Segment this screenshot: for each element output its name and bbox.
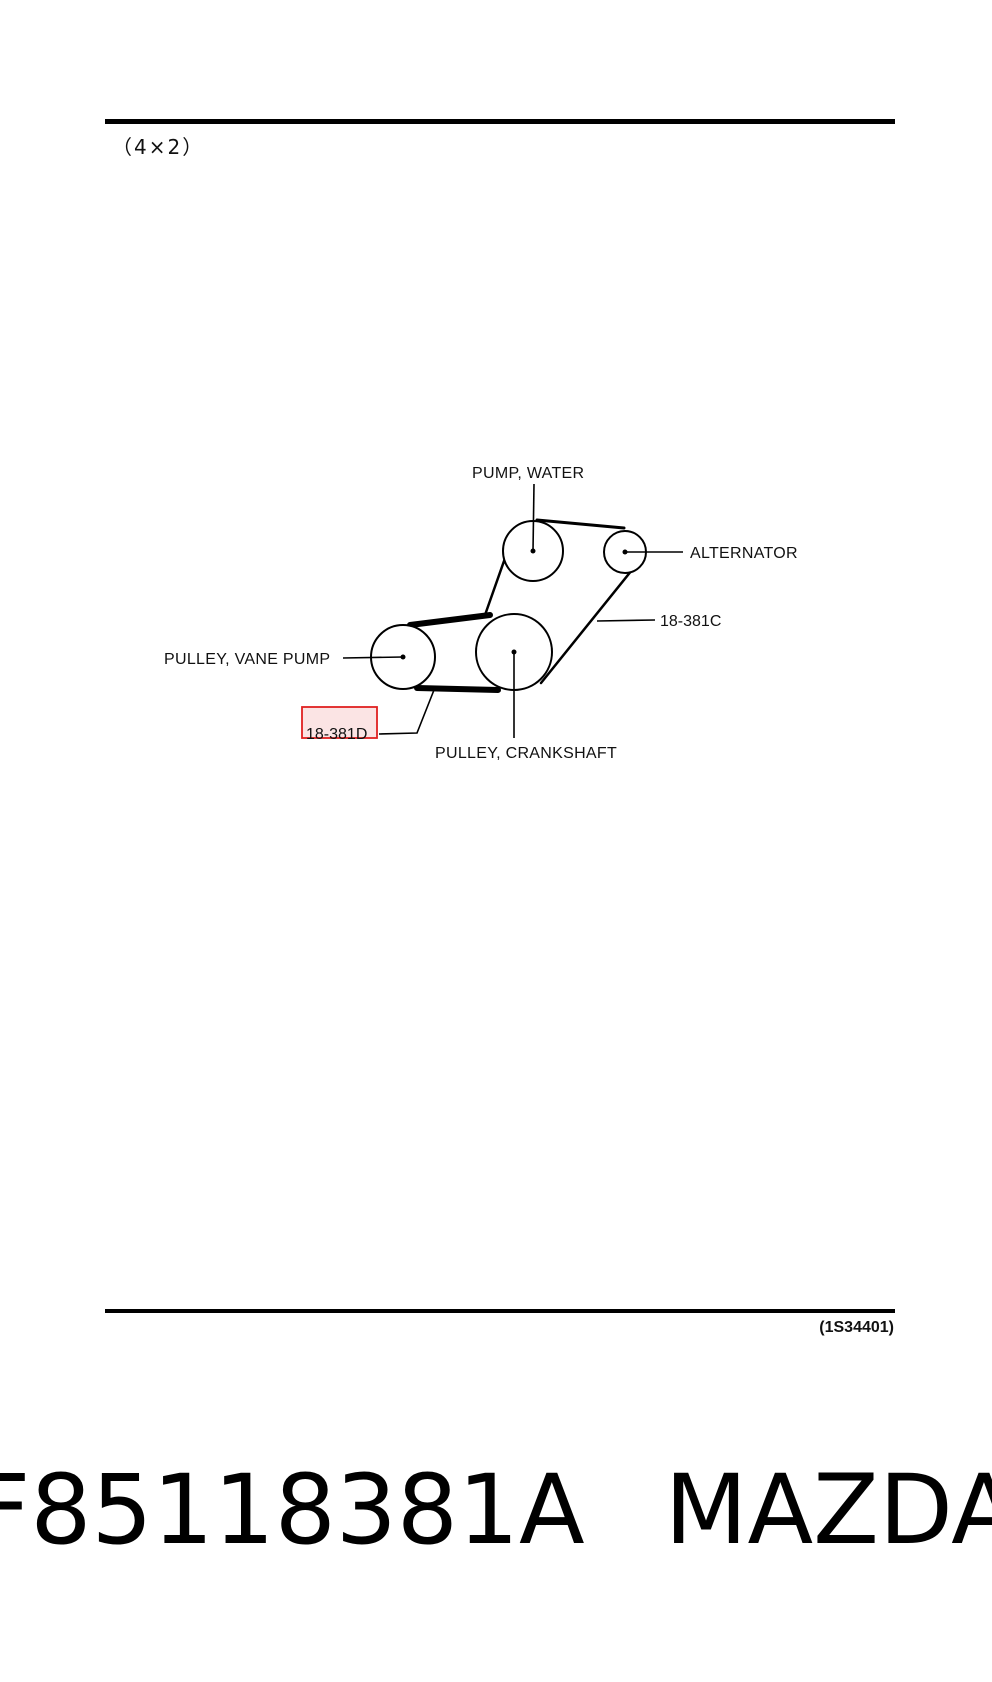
belt-18-381C-label: 18-381C bbox=[660, 613, 721, 630]
brand-name: MAZDA bbox=[664, 1454, 992, 1566]
crankshaft-label: PULLEY, CRANKSHAFT bbox=[435, 745, 617, 762]
vane-pump-label: PULLEY, VANE PUMP bbox=[164, 651, 330, 668]
leader-lines bbox=[342, 483, 683, 738]
part-caption: F85118381A MAZDA bbox=[0, 1440, 992, 1580]
alternator-label: ALTERNATOR bbox=[690, 545, 798, 562]
part-number: F85118381A bbox=[0, 1454, 585, 1566]
figure-reference: (1S34401) bbox=[819, 1319, 894, 1336]
belt-18-381D-label: 18-381D bbox=[306, 726, 367, 743]
variant-label: （4×2） bbox=[112, 135, 204, 159]
bottom-rule bbox=[105, 1309, 895, 1313]
water-pump-label: PUMP, WATER bbox=[472, 465, 584, 482]
highlight-box bbox=[301, 706, 378, 739]
top-rule bbox=[105, 119, 895, 124]
belt-18-381D bbox=[407, 612, 501, 693]
